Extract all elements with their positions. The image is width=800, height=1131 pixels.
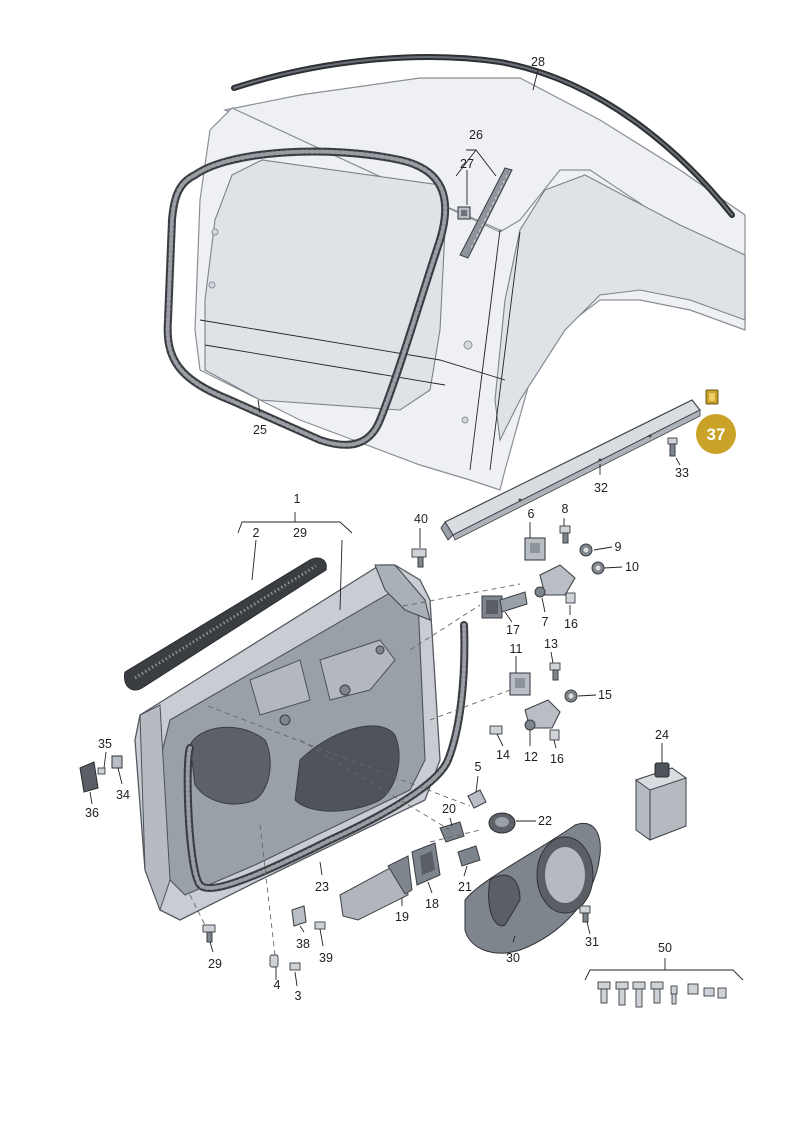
callout-labels: 28 26 27 25 33 32 1 2 29 40 6 8 9 10 7 1… (85, 55, 689, 1003)
label-21: 21 (458, 880, 472, 894)
highlight-badge-label: 37 (707, 425, 726, 444)
plug-5 (467, 789, 487, 809)
screw-33 (667, 437, 678, 457)
label-23: 23 (315, 880, 329, 894)
label-29-top: 29 (293, 526, 307, 540)
door-handle (339, 855, 413, 921)
label-39: 39 (319, 951, 333, 965)
label-5: 5 (475, 760, 482, 774)
label-14: 14 (496, 748, 510, 762)
pin-40 (411, 548, 427, 568)
label-3: 3 (295, 989, 302, 1003)
label-16-lower: 16 (550, 752, 564, 766)
insert-16-lower (549, 729, 560, 741)
label-36: 36 (85, 806, 99, 820)
label-22: 22 (538, 814, 552, 828)
label-15: 15 (598, 688, 612, 702)
screw-3 (289, 962, 301, 971)
label-13: 13 (544, 637, 558, 651)
fastener-set (597, 981, 727, 1008)
door-opening-seal (163, 147, 450, 449)
door-seal (183, 621, 469, 892)
bolt-8 (559, 525, 571, 544)
upper-hinge (524, 537, 576, 598)
nut-9 (579, 543, 593, 557)
label-38: 38 (296, 937, 310, 951)
door-check-strap (481, 591, 528, 619)
label-35: 35 (98, 737, 112, 751)
bracket-38 (291, 905, 307, 927)
door-shell (134, 564, 441, 921)
b-pillar-trim-strip (459, 167, 513, 259)
cap-36 (79, 761, 99, 793)
nut-10 (591, 561, 605, 575)
label-19: 19 (395, 910, 409, 924)
speaker-membrane (464, 822, 601, 954)
screw-39 (314, 921, 326, 930)
label-29-bottom: 29 (208, 957, 222, 971)
door-sill-strip (440, 399, 701, 541)
label-1: 1 (294, 492, 301, 506)
highlight-badge: 37 (696, 414, 736, 454)
label-26: 26 (469, 128, 483, 142)
bolt-13 (549, 662, 561, 681)
label-7: 7 (542, 615, 549, 629)
label-32: 32 (594, 481, 608, 495)
label-31: 31 (585, 935, 599, 949)
sill-clip (705, 389, 719, 405)
grommet-22 (488, 812, 516, 834)
screw-35 (97, 767, 106, 775)
label-8: 8 (562, 502, 569, 516)
connector-21 (457, 845, 481, 867)
label-34: 34 (116, 788, 130, 802)
label-30: 30 (506, 951, 520, 965)
nut-15 (564, 689, 578, 703)
label-40: 40 (414, 512, 428, 526)
label-27: 27 (460, 157, 474, 171)
car-body-frame (194, 77, 746, 491)
label-11: 11 (510, 642, 523, 656)
label-16-upper: 16 (564, 617, 578, 631)
label-28: 28 (531, 55, 545, 69)
label-17: 17 (506, 623, 520, 637)
trim-clip (457, 206, 471, 220)
leader-lines (89, 69, 744, 987)
clip-34 (111, 755, 123, 769)
label-18: 18 (425, 897, 439, 911)
pin-4 (269, 954, 279, 968)
label-24: 24 (655, 728, 669, 742)
bolt-14 (489, 725, 503, 735)
label-33: 33 (675, 466, 689, 480)
label-2: 2 (253, 526, 260, 540)
label-25: 25 (253, 423, 267, 437)
label-20: 20 (442, 802, 456, 816)
label-9: 9 (615, 540, 622, 554)
insert-16-upper (565, 592, 576, 604)
screw-29 (202, 924, 216, 943)
label-50: 50 (658, 941, 672, 955)
label-10: 10 (625, 560, 639, 574)
connector-20 (439, 821, 465, 843)
door-lock (411, 842, 441, 886)
window-seal-strip (123, 557, 327, 691)
lower-hinge (509, 672, 561, 731)
label-6: 6 (528, 507, 535, 521)
screw-31 (579, 905, 591, 923)
grease-container (634, 762, 688, 841)
label-12: 12 (524, 750, 538, 764)
label-4: 4 (274, 978, 281, 992)
